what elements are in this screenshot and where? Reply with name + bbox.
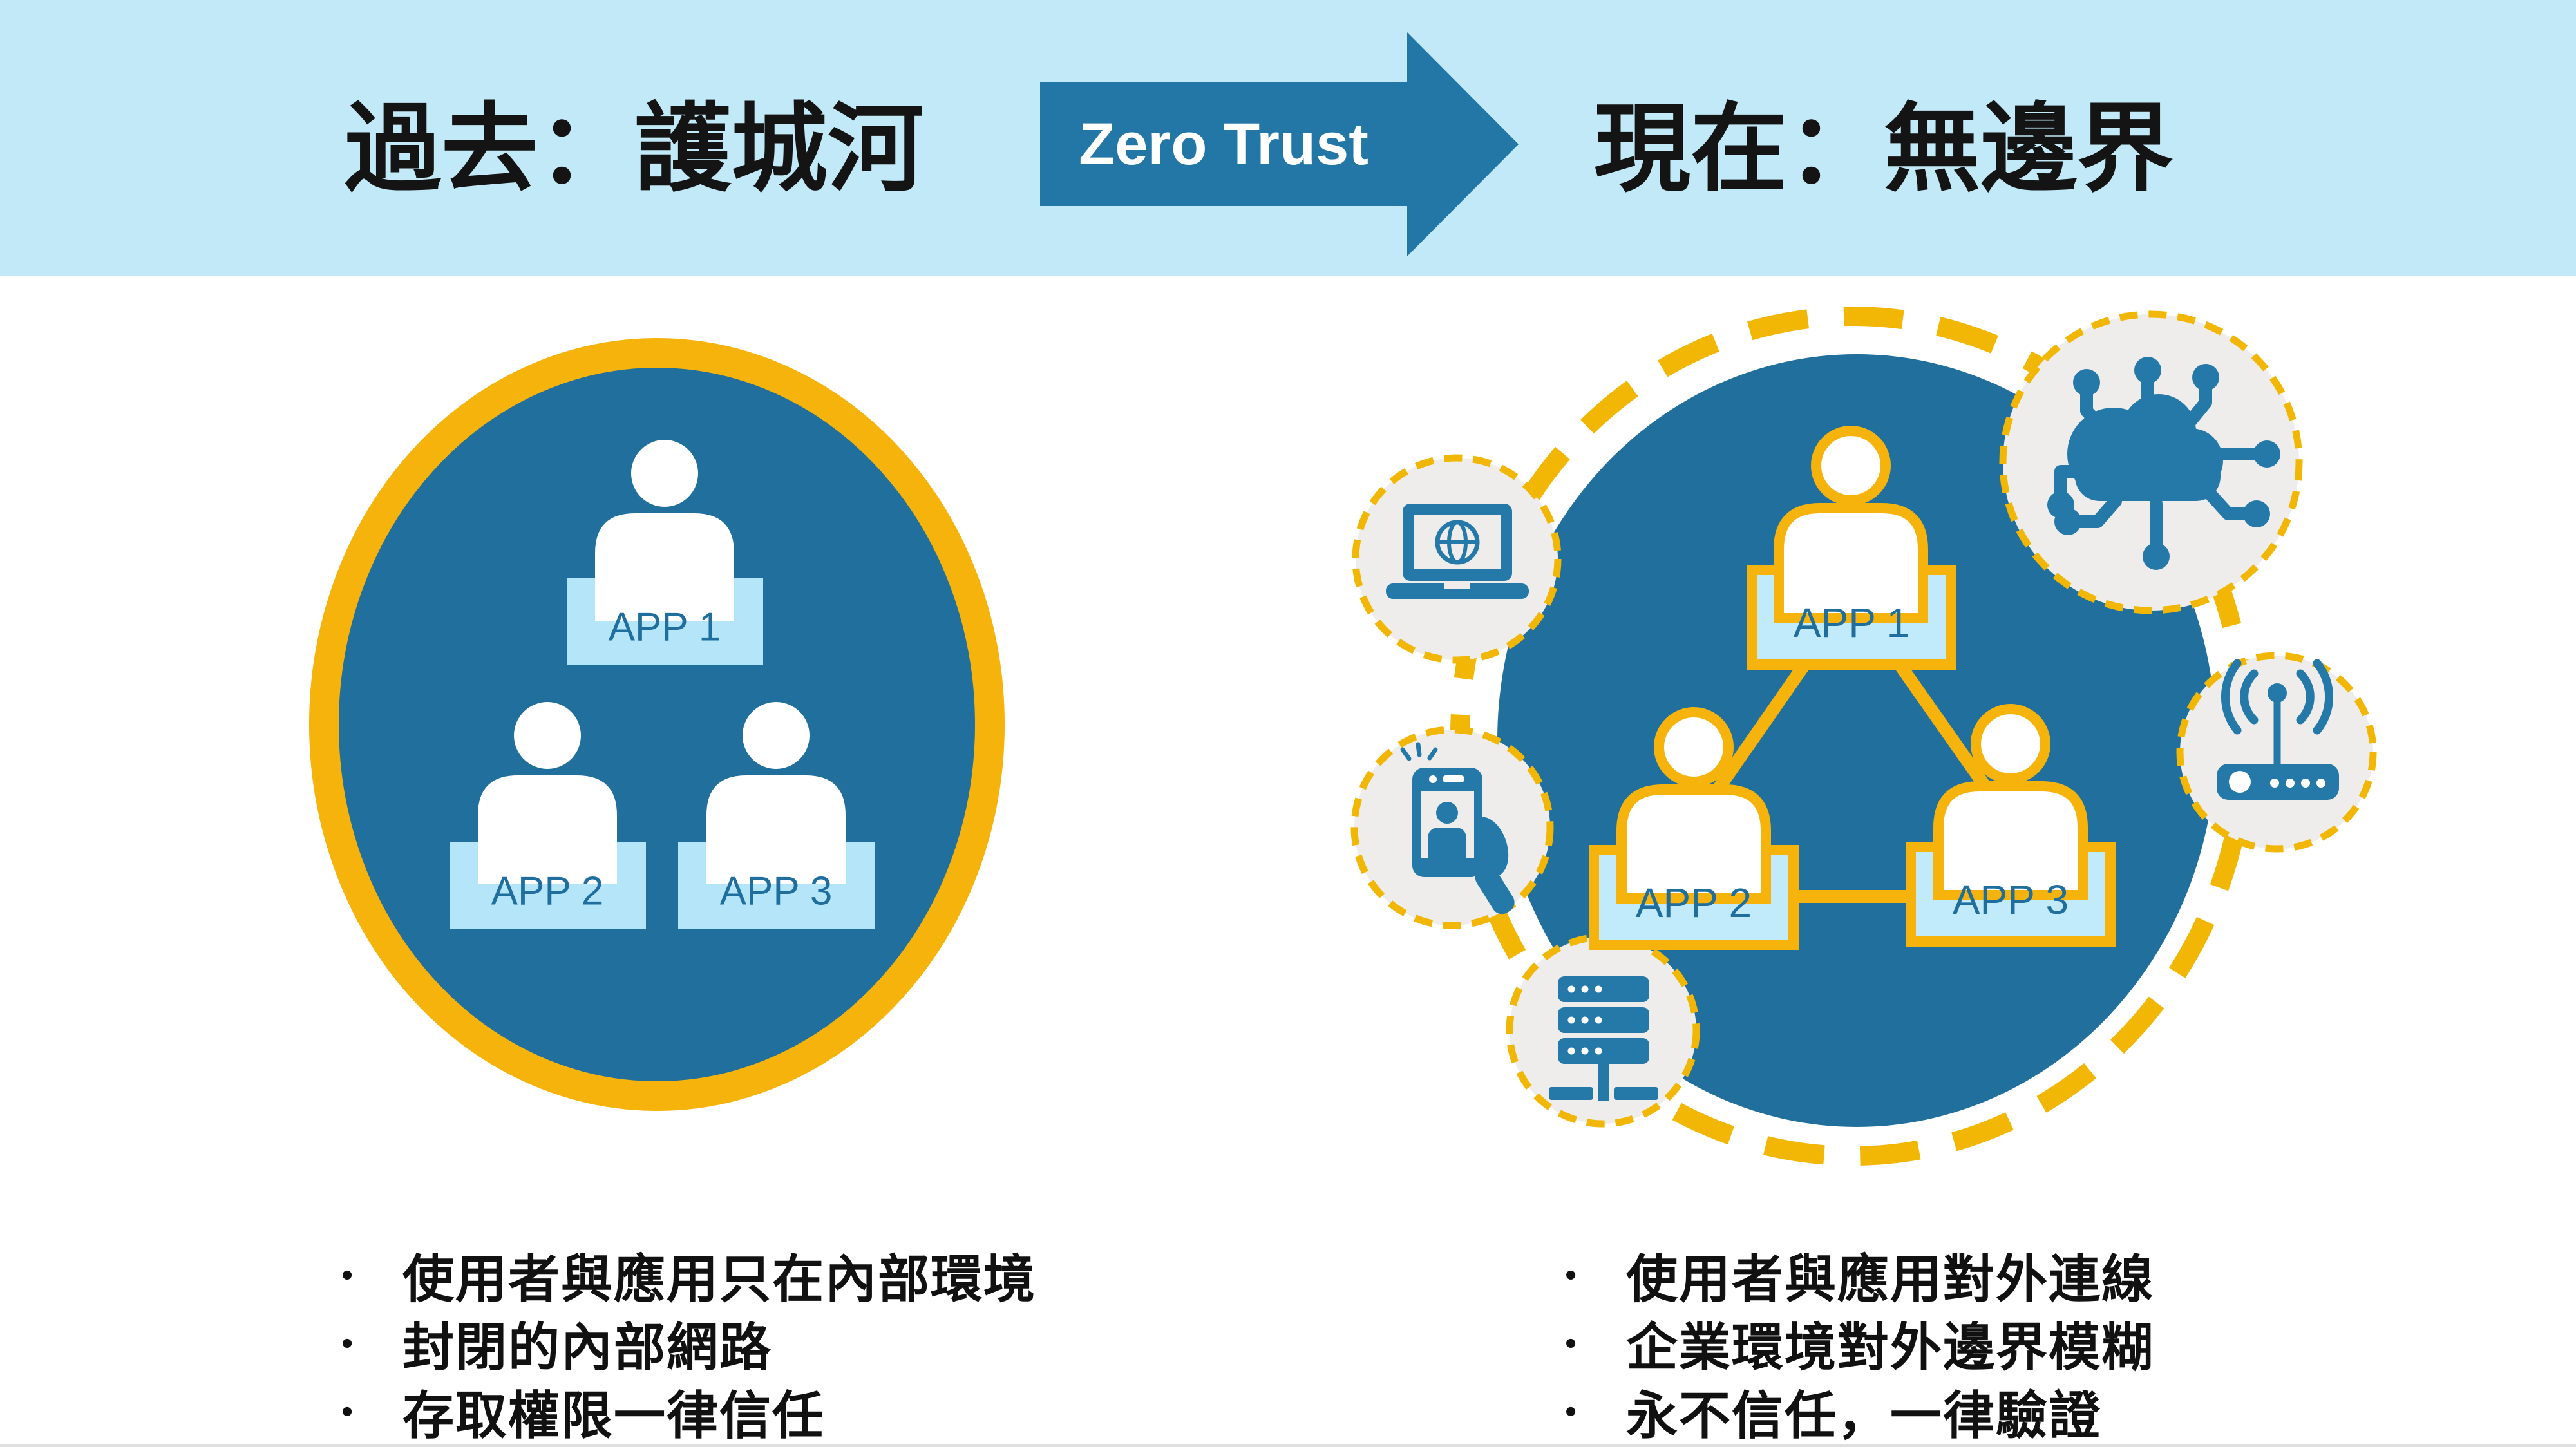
app1-label-right: APP 1 xyxy=(1794,600,1909,646)
user3-body xyxy=(706,775,846,884)
bullet-marker: • xyxy=(341,1325,354,1362)
user1-body-right xyxy=(1774,503,1928,623)
zero-trust-arrow xyxy=(1040,32,1519,256)
app1-label-left: APP 1 xyxy=(609,605,721,649)
moat-diagram: APP 1 APP 2 APP 3 xyxy=(309,338,1005,1111)
server-rack-icon xyxy=(1549,976,1658,1101)
bullet-item: • 永不信任，一律驗證 xyxy=(1565,1378,2154,1446)
bullet-text: 封閉的內部網路 xyxy=(402,1319,772,1376)
past-title: 過去：護城河 xyxy=(344,95,924,203)
bullet-text: 使用者與應用對外連線 xyxy=(1626,1251,2154,1308)
present-bullet-list: • 使用者與應用對外連線 • 企業環境對外邊界模糊 • 永不信任，一律驗證 xyxy=(1565,1241,2154,1446)
user3-icon-right xyxy=(1971,704,2050,784)
present-title: 現在：無邊界 xyxy=(1593,95,2174,203)
bullet-item: • 使用者與應用只在內部環境 xyxy=(341,1241,1036,1309)
bullet-text: 存取權限一律信任 xyxy=(402,1387,825,1444)
bullet-marker: • xyxy=(1565,1393,1577,1430)
laptop-globe-icon xyxy=(1386,504,1529,599)
user1-icon-right xyxy=(1811,426,1891,506)
bullet-text: 企業環境對外邊界模糊 xyxy=(1626,1319,2154,1376)
bullet-text: 使用者與應用只在內部環境 xyxy=(402,1251,1036,1308)
cloud-network-icon xyxy=(2047,357,2280,570)
user2-body xyxy=(478,775,617,884)
user-icons-right xyxy=(1616,426,2088,904)
bullet-marker: • xyxy=(341,1393,354,1430)
user1-icon xyxy=(631,440,698,507)
user3-icon xyxy=(743,702,810,769)
zero-trust-label: Zero Trust xyxy=(1079,111,1368,177)
user-icons-left xyxy=(478,440,846,884)
user2-body-right xyxy=(1616,784,1771,904)
user2-icon xyxy=(514,702,581,769)
user3-body-right xyxy=(1933,781,2088,900)
app3-label-left: APP 3 xyxy=(720,869,833,913)
past-bullet-list: • 使用者與應用只在內部環境 • 封閉的內部網路 • 存取權限一律信任 xyxy=(341,1241,1036,1446)
user2-icon-right xyxy=(1654,707,1734,787)
bullet-item: • 封閉的內部網路 xyxy=(341,1309,1036,1378)
app3-label-right: APP 3 xyxy=(1953,876,2069,923)
borderless-diagram: APP 1 APP 2 APP 3 xyxy=(1350,307,2377,1166)
bullet-text: 永不信任，一律驗證 xyxy=(1626,1387,2101,1444)
bullet-marker: • xyxy=(341,1256,354,1294)
bullet-marker: • xyxy=(1565,1256,1577,1294)
user1-body xyxy=(595,513,734,621)
app-connection-lines xyxy=(1702,663,2001,903)
bullet-marker: • xyxy=(1565,1325,1577,1362)
bottom-edge-line xyxy=(0,1444,2576,1447)
mobile-identity-icon xyxy=(1400,742,1515,914)
wifi-router-icon xyxy=(2217,659,2339,800)
app2-label-left: APP 2 xyxy=(491,869,604,913)
bullet-item: • 企業環境對外邊界模糊 xyxy=(1565,1309,2154,1378)
bullet-item: • 存取權限一律信任 xyxy=(341,1378,1036,1446)
app2-label-right: APP 2 xyxy=(1636,880,1752,926)
bullet-item: • 使用者與應用對外連線 xyxy=(1565,1241,2154,1309)
